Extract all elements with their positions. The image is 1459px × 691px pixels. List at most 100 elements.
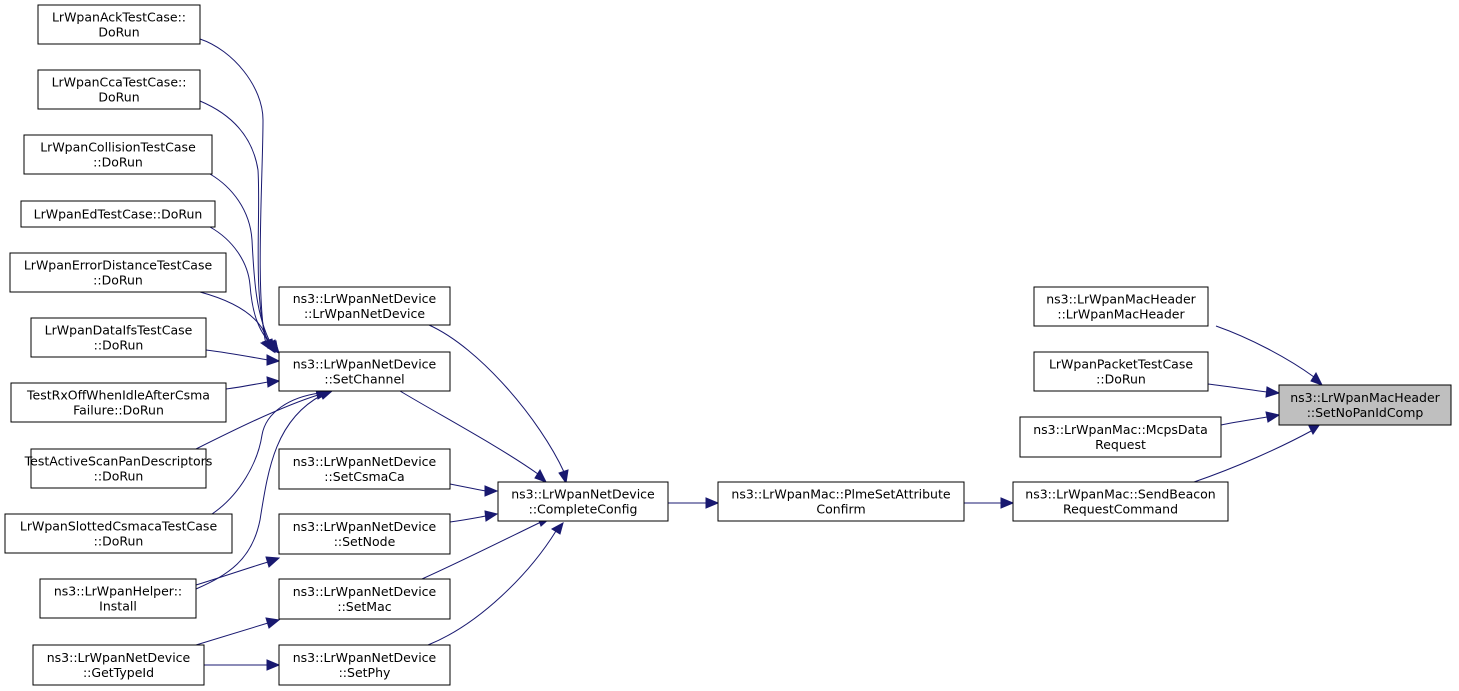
node-box (30, 448, 207, 489)
node-n4[interactable]: LrWpanErrorDistanceTestCase::DoRun (9, 252, 227, 293)
arrowhead-icon (551, 521, 564, 535)
node-label-line: ::LrWpanMacHeader (1057, 307, 1185, 322)
node-label-line: TestRxOffWhenIdleAfterCsma (26, 388, 210, 403)
node-label-line: ::DoRun (94, 534, 144, 549)
node-box (278, 286, 451, 326)
node-n11[interactable]: ns3::LrWpanNetDevice::LrWpanNetDevice (278, 286, 451, 326)
node-label-line: ns3::LrWpanNetDevice (293, 454, 437, 469)
node-label-line: ns3::LrWpanMac::SendBeacon (1025, 487, 1215, 502)
node-n1[interactable]: LrWpanCcaTestCase::DoRun (37, 69, 201, 110)
edge-n0-n12 (199, 38, 275, 354)
edge-n22-n23 (1220, 411, 1281, 426)
node-label-line: RequestCommand (1063, 502, 1178, 517)
node-label-line: ns3::LrWpanHelper:: (54, 584, 182, 599)
edge-line (199, 100, 269, 344)
edge-line (427, 530, 557, 646)
node-n21[interactable]: LrWpanPacketTestCase::DoRun (1033, 351, 1209, 392)
node-n17[interactable]: ns3::LrWpanNetDevice::CompleteConfig (497, 481, 669, 522)
edge-n20-n23 (1215, 325, 1324, 386)
edge-line (449, 515, 487, 523)
node-box (278, 578, 451, 620)
node-box (37, 4, 201, 45)
edge-line (449, 483, 487, 492)
node-label-line: Request (1095, 437, 1146, 452)
edges-layer (195, 38, 1324, 671)
arrowhead-icon (266, 354, 281, 366)
node-label-line: DoRun (98, 90, 139, 105)
node-box (278, 513, 451, 555)
node-n9[interactable]: ns3::LrWpanHelper::Install (39, 578, 197, 619)
node-n13[interactable]: ns3::LrWpanNetDevice::SetCsmaCa (278, 448, 451, 490)
node-n14[interactable]: ns3::LrWpanNetDevice::SetNode (278, 513, 451, 555)
node-box (23, 134, 213, 175)
node-label-line: ns3::LrWpanNetDevice (293, 357, 437, 372)
node-box (1033, 286, 1209, 327)
edge-line (209, 173, 272, 345)
node-label-line: ::SetNoPanIdComp (1307, 405, 1424, 420)
edge-line (205, 349, 269, 361)
arrowhead-icon (534, 468, 548, 483)
arrowhead-icon (266, 659, 281, 671)
node-label-line: LrWpanAckTestCase:: (52, 10, 186, 25)
node-n3[interactable]: LrWpanEdTestCase::DoRun (20, 200, 216, 228)
node-label-line: LrWpanSlottedCsmacaTestCase (20, 519, 218, 534)
edge-n21-n23 (1207, 383, 1281, 398)
node-label-line: Install (99, 599, 137, 614)
node-label-line: LrWpanEdTestCase::DoRun (34, 207, 203, 222)
node-n0[interactable]: LrWpanAckTestCase::DoRun (37, 4, 201, 45)
arrowhead-icon (266, 342, 280, 354)
edge-n4-n12 (199, 291, 280, 354)
node-box (32, 644, 205, 686)
node-n15[interactable]: ns3::LrWpanNetDevice::SetMac (278, 578, 451, 620)
edge-line (195, 394, 323, 590)
node-box (1278, 384, 1452, 426)
arrowhead-icon (318, 390, 334, 400)
node-n10[interactable]: ns3::LrWpanNetDevice::GetTypeId (32, 644, 205, 686)
node-label-line: ::DoRun (94, 338, 144, 353)
node-n16[interactable]: ns3::LrWpanNetDevice::SetPhy (278, 644, 451, 686)
node-n20[interactable]: ns3::LrWpanMacHeader::LrWpanMacHeader (1033, 286, 1209, 327)
edge-line (195, 622, 269, 646)
node-label-line: LrWpanPacketTestCase (1049, 357, 1193, 372)
arrowhead-icon (265, 556, 281, 568)
node-label-line: ::CompleteConfig (529, 502, 638, 517)
edge-line (428, 324, 565, 473)
node-n12[interactable]: ns3::LrWpanNetDevice::SetChannel (278, 351, 451, 392)
arrowhead-icon (484, 510, 499, 522)
node-n2[interactable]: LrWpanCollisionTestCase::DoRun (23, 134, 213, 175)
node-n5[interactable]: LrWpanDataIfsTestCase::DoRun (30, 317, 207, 358)
node-box (20, 200, 216, 228)
arrowhead-icon (1265, 386, 1281, 398)
edge-n13-n17 (449, 483, 499, 497)
node-n8[interactable]: LrWpanSlottedCsmacaTestCase::DoRun (4, 513, 233, 554)
node-box (37, 69, 201, 110)
edge-n5-n12 (205, 349, 281, 366)
node-n23: ns3::LrWpanMacHeader::SetNoPanIdComp (1278, 384, 1452, 426)
edge-line (1207, 383, 1268, 393)
arrowhead-icon (266, 376, 281, 388)
node-label-line: ::SetMac (337, 599, 391, 614)
edge-n12-n17 (399, 390, 548, 483)
node-label-line: ::DoRun (94, 469, 144, 484)
edge-n18-n19 (964, 497, 1015, 509)
node-label-line: ns3::LrWpanMacHeader (1046, 292, 1196, 307)
edge-n10-n15 (195, 617, 281, 646)
node-label-line: LrWpanErrorDistanceTestCase (24, 258, 213, 273)
node-label-line: LrWpanDataIfsTestCase (45, 323, 193, 338)
node-box (1033, 351, 1209, 392)
node-label-line: ::DoRun (93, 273, 143, 288)
node-label-line: ns3::LrWpanNetDevice (511, 487, 655, 502)
node-label-line: ::DoRun (1096, 372, 1146, 387)
node-label-line: ::LrWpanNetDevice (304, 306, 425, 321)
node-n7[interactable]: TestActiveScanPanDescriptors::DoRun (24, 448, 213, 489)
node-box (4, 513, 233, 554)
edge-n9-n14 (195, 556, 281, 586)
edge-line (195, 394, 319, 450)
edge-n10-n16 (204, 659, 281, 671)
node-box (717, 481, 965, 522)
edge-line (211, 392, 321, 515)
